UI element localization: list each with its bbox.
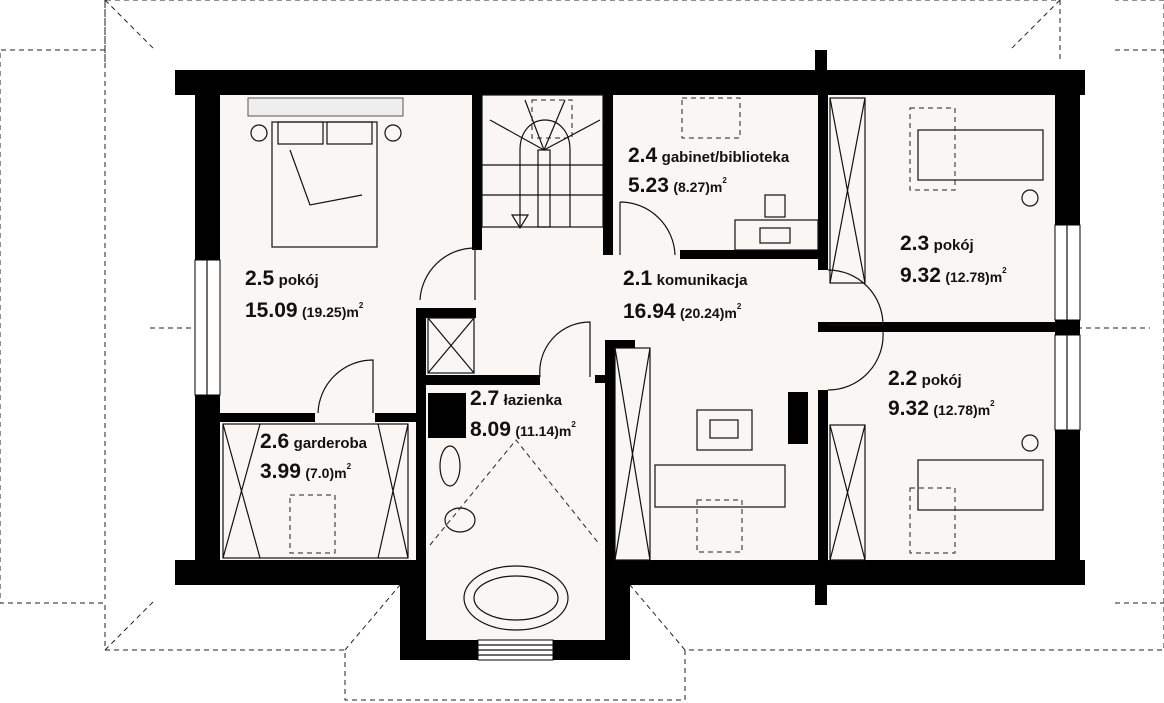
svg-text:9.32 (12.78)m2: 9.32 (12.78)m2 [900,264,1007,287]
staircase [481,94,604,230]
svg-text:15.09 (19.25)m2: 15.09 (19.25)m2 [245,299,364,322]
svg-text:5.23 (8.27)m2: 5.23 (8.27)m2 [628,174,727,197]
svg-text:2.6 garderoba: 2.6 garderoba [260,430,368,453]
furniture [222,97,1044,631]
svg-text:16.94 (20.24)m2: 16.94 (20.24)m2 [623,300,742,323]
svg-text:2.5 pokój: 2.5 pokój [245,267,319,290]
room-label-2.5: 2.5 pokój 15.09 (19.25)m2 [245,267,364,322]
room-label-2.3: 2.3 pokój 9.32 (12.78)m2 [900,232,1007,287]
svg-text:2.2 pokój: 2.2 pokój [888,367,962,390]
svg-text:2.3 pokój: 2.3 pokój [900,232,974,255]
doors [317,201,884,414]
svg-text:2.7 łazienka: 2.7 łazienka [470,387,563,410]
svg-text:8.09 (11.14)m2: 8.09 (11.14)m2 [470,418,576,441]
svg-text:2.4 gabinet/biblioteka: 2.4 gabinet/biblioteka [628,144,790,167]
floor-area-bath [420,575,615,645]
svg-text:3.99 (7.0)m2: 3.99 (7.0)m2 [260,460,352,483]
room-label-2.7: 2.7 łazienka 8.09 (11.14)m2 [470,387,576,441]
windows [194,224,1081,661]
room-label-2.1: 2.1 komunikacja 16.94 (20.24)m2 [623,267,748,323]
svg-text:9.32 (12.78)m2: 9.32 (12.78)m2 [888,397,995,420]
room-label-2.4: 2.4 gabinet/biblioteka 5.23 (8.27)m2 [628,144,790,197]
svg-text:2.1 komunikacja: 2.1 komunikacja [623,267,748,290]
room-label-2.6: 2.6 garderoba 3.99 (7.0)m2 [260,430,368,483]
room-label-2.2: 2.2 pokój 9.32 (12.78)m2 [888,367,995,420]
